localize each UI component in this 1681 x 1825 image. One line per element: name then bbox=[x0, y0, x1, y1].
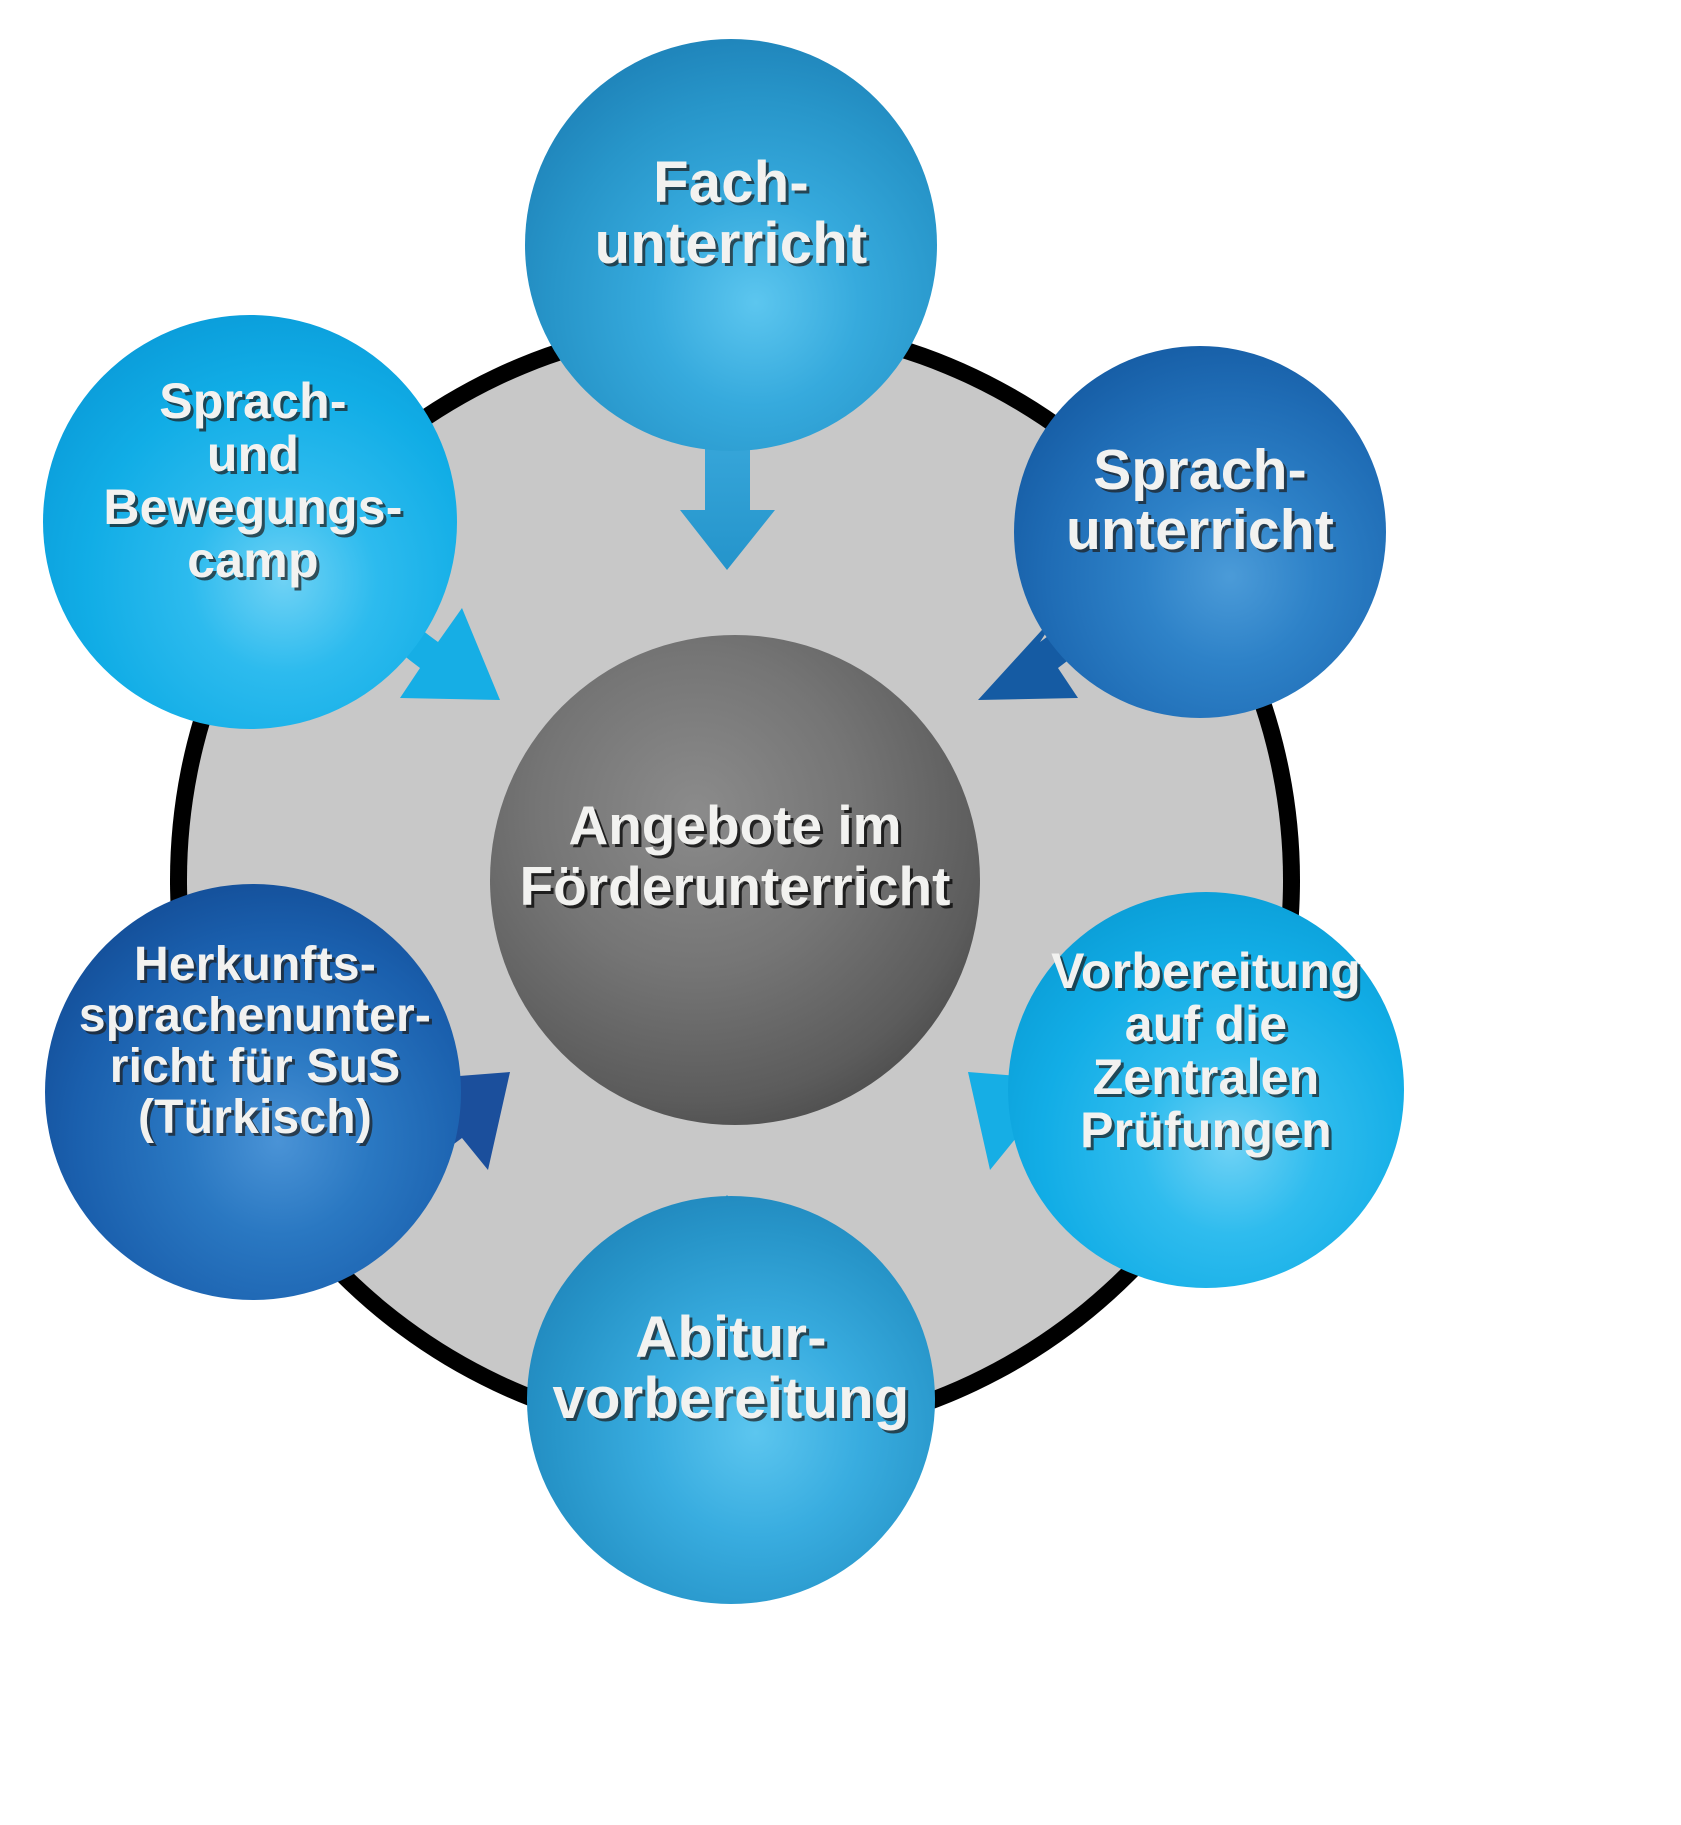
node-circle-sprachunterricht[interactable] bbox=[1014, 346, 1386, 718]
node-circle-abiturvorbereitung[interactable] bbox=[527, 1196, 935, 1604]
node-circle-sprach-und-bewegungscamp[interactable] bbox=[43, 315, 457, 729]
arrow-fachunterricht-to-center bbox=[680, 418, 775, 570]
center-circle bbox=[490, 635, 980, 1125]
node-circle-herkunftssprachenunterricht[interactable] bbox=[45, 884, 461, 1300]
node-circle-vorbereitung-zentrale-pruefungen[interactable] bbox=[1008, 892, 1404, 1288]
node-circle-fachunterricht[interactable] bbox=[525, 39, 937, 451]
